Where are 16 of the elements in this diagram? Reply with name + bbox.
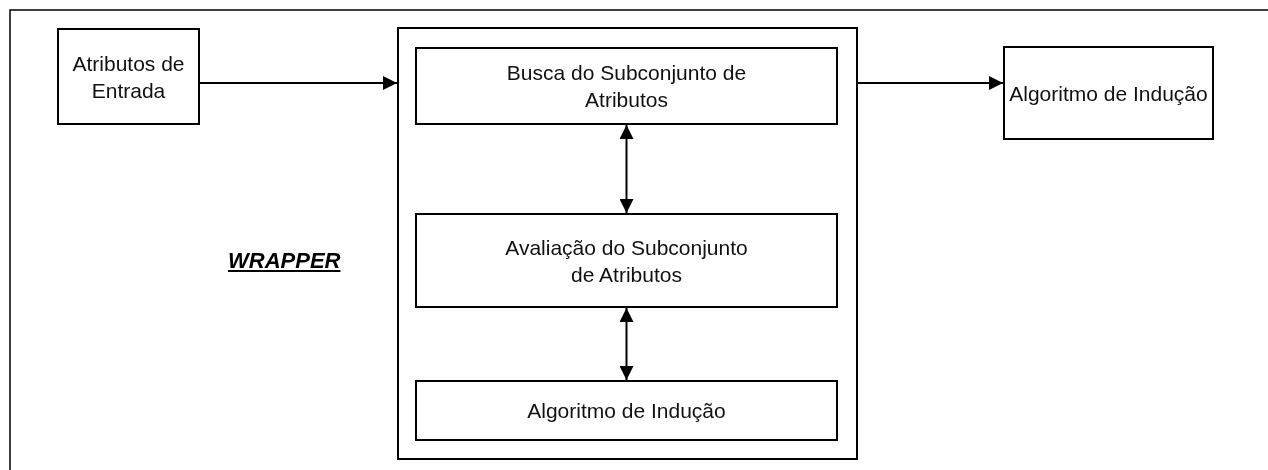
- box-label: Busca do Subconjunto de Atributos: [505, 60, 748, 113]
- box-label: Algoritmo de Indução: [527, 398, 726, 424]
- section-label: WRAPPER: [228, 248, 341, 274]
- box-label: Algoritmo de Indução: [1009, 80, 1208, 107]
- process-box: [415, 47, 838, 125]
- arrow: [619, 307, 634, 381]
- arrow: [857, 76, 1004, 90]
- box-label: Avaliação do Subconjunto de Atributos: [504, 234, 749, 288]
- box-label: Atributos de Entrada: [71, 50, 186, 104]
- container-box: [397, 27, 858, 460]
- process-box: [57, 28, 200, 125]
- process-box: [415, 380, 838, 441]
- process-box: [1003, 46, 1214, 140]
- arrow: [619, 124, 634, 214]
- arrow: [199, 76, 398, 90]
- process-box: [415, 213, 838, 308]
